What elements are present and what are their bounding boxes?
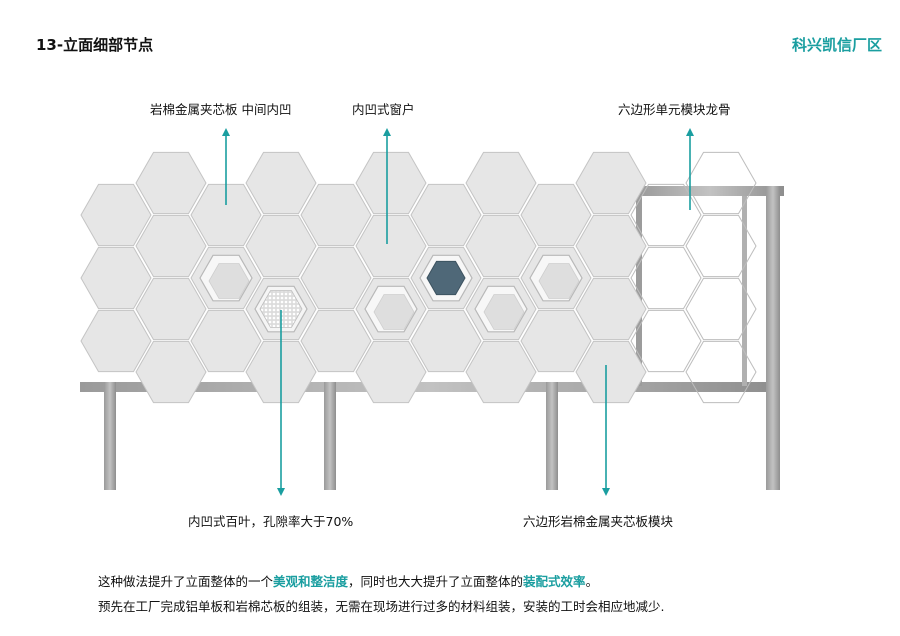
desc-text: ，同时也大大提升了立面整体的 — [348, 574, 524, 589]
hex-panel — [300, 183, 372, 247]
description-line-1: 这种做法提升了立面整体的一个美观和整洁度，同时也大大提升了立面整体的装配式效率。 — [98, 571, 598, 590]
hex-panel — [135, 277, 207, 341]
desc-highlight-prefab: 装配式效率 — [523, 574, 586, 589]
description-line-2: 预先在工厂完成铝单板和岩棉芯板的组装，无需在现场进行过多的材料组装，安装的工时会… — [98, 599, 665, 614]
hex-keel-frame — [685, 214, 757, 278]
hex-panel — [575, 214, 647, 278]
hex-panel — [80, 309, 152, 373]
desc-text: 。 — [585, 574, 599, 589]
hex-panel — [520, 183, 592, 247]
hex-panel — [190, 183, 262, 247]
label-hex-panel-module: 六边形岩棉金属夹芯板模块 — [523, 514, 674, 529]
hex-panel — [135, 214, 207, 278]
hex-louver — [259, 290, 303, 328]
hex-panel — [355, 151, 427, 215]
hex-recess-inner — [208, 263, 250, 299]
hex-keel-frame — [630, 246, 702, 310]
hex-panel — [245, 151, 317, 215]
hex-panel — [190, 309, 262, 373]
page-title: 13-立面细部节点 — [36, 36, 154, 54]
hex-panel — [245, 214, 317, 278]
hex-panel — [300, 309, 372, 373]
hex-keel-frame — [685, 151, 757, 215]
hex-panel — [465, 151, 537, 215]
hex-panel — [575, 340, 647, 404]
hex-panel — [135, 340, 207, 404]
callout-arrows — [222, 128, 694, 496]
desc-highlight-aesthetics: 美观和整洁度 — [273, 574, 349, 589]
hex-keel-frame — [630, 183, 702, 247]
hex-panel — [80, 183, 152, 247]
hex-keel-frame — [685, 277, 757, 341]
hex-panel — [575, 277, 647, 341]
steel-frame — [80, 186, 784, 490]
desc-text: 这种做法提升了立面整体的一个 — [98, 574, 274, 589]
hex-panel — [300, 246, 372, 310]
hex-window — [426, 260, 466, 296]
hex-panel-grid — [80, 151, 757, 404]
hex-panel — [135, 151, 207, 215]
hex-keel-frame — [630, 309, 702, 373]
hex-panel — [465, 340, 537, 404]
label-recessed-louver: 内凹式百叶，孔隙率大于70% — [188, 514, 354, 529]
hex-recess-inner — [373, 294, 415, 330]
hex-panel — [465, 214, 537, 278]
hex-panel — [410, 183, 482, 247]
hex-panel — [80, 246, 152, 310]
hex-keel-frame — [685, 340, 757, 404]
hex-panel — [410, 309, 482, 373]
hex-panel — [520, 309, 592, 373]
hex-recess-inner — [538, 263, 580, 299]
label-hex-keel: 六边形单元模块龙骨 — [618, 102, 731, 117]
project-name: 科兴凯信厂区 — [791, 36, 882, 54]
hex-panel — [355, 340, 427, 404]
hex-recess-inner — [483, 294, 525, 330]
label-recessed-window: 内凹式窗户 — [352, 102, 415, 117]
hex-panel — [355, 214, 427, 278]
hex-panel — [575, 151, 647, 215]
label-rockwool-panel-recessed: 岩棉金属夹芯板 中间内凹 — [150, 102, 292, 117]
